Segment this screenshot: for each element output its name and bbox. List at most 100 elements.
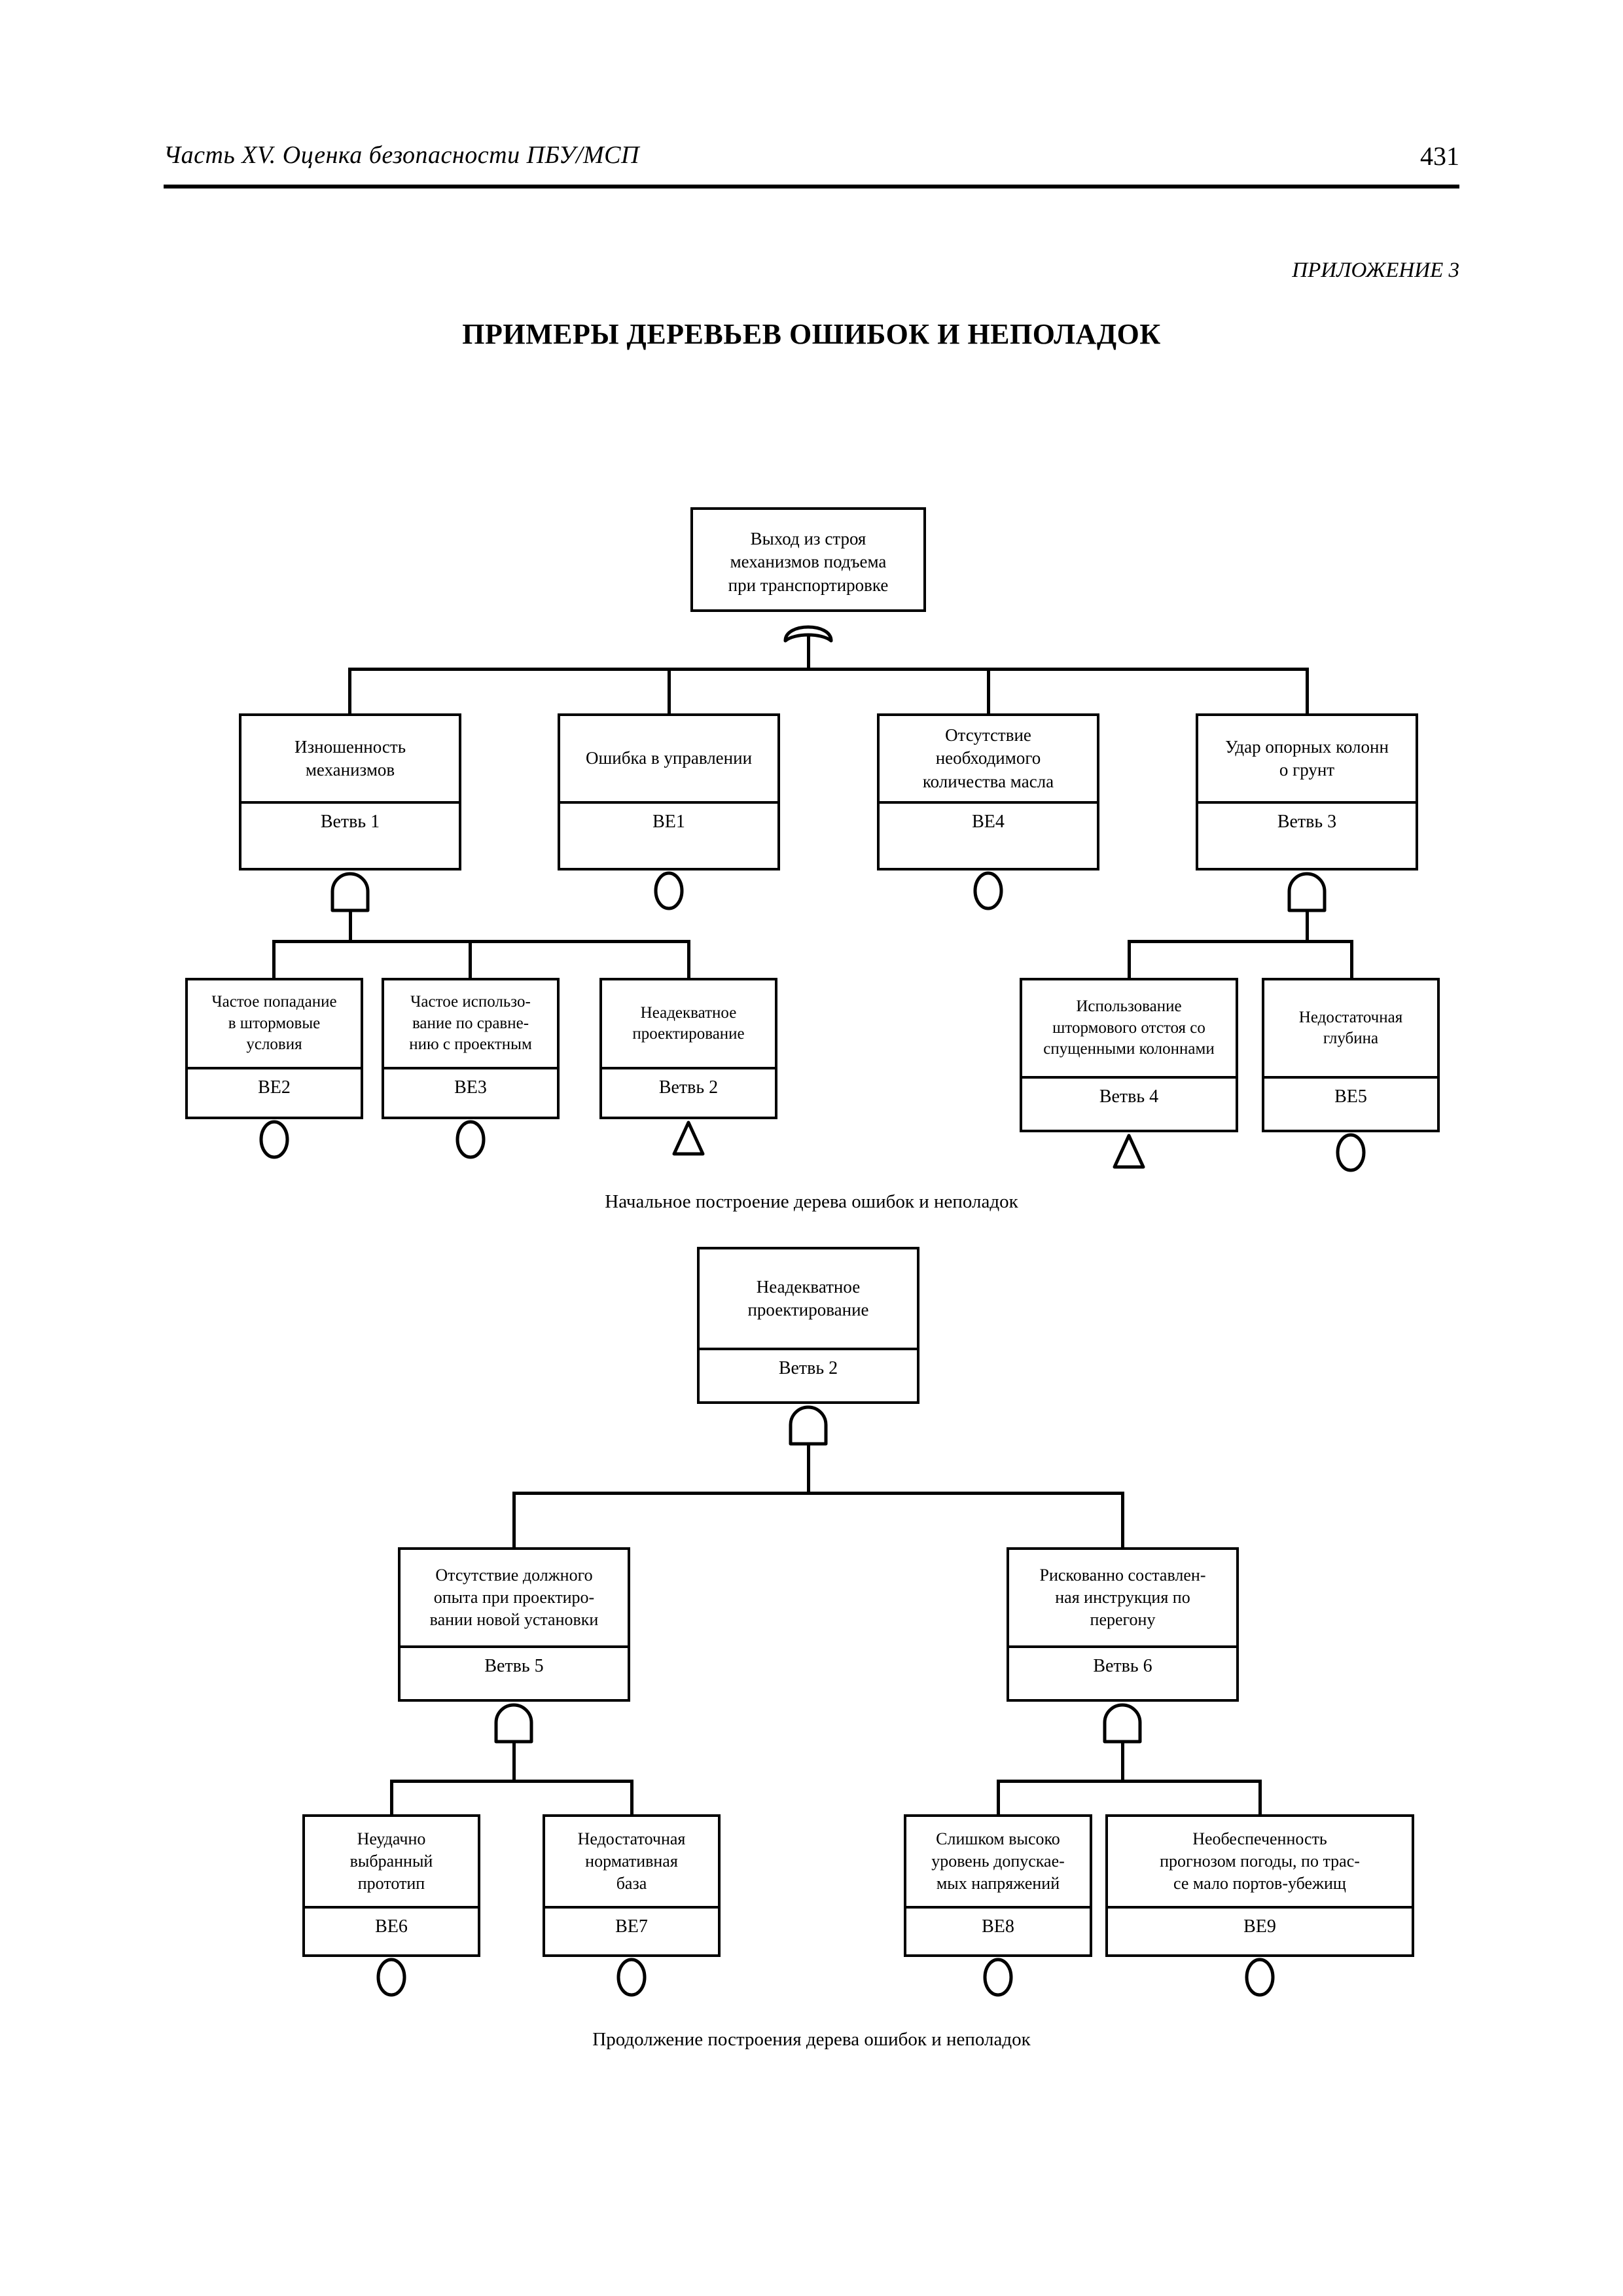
node-line: при транспортировке	[728, 575, 889, 595]
connector	[349, 910, 352, 941]
connector	[1121, 1742, 1124, 1781]
connector	[1121, 1492, 1124, 1549]
node-line: Изношенность	[294, 736, 406, 757]
page-number: 431	[1420, 141, 1459, 171]
node-line: штормового отстоя со	[1052, 1018, 1205, 1037]
node-line: Неадекватное	[756, 1276, 861, 1297]
connector	[272, 940, 276, 979]
connector	[512, 1492, 516, 1549]
node-t1-a: Изношенность механизмов Ветвь 1	[239, 713, 461, 870]
node-line: Недостаточная	[1298, 1008, 1403, 1026]
node-t1-a2: Частое использо- вание по сравне- нию с …	[382, 978, 560, 1119]
node-code: Ветвь 1	[239, 801, 461, 873]
connector-bus	[1128, 940, 1353, 943]
connector-bus	[348, 668, 1309, 671]
node-line: проектирование	[747, 1300, 869, 1319]
node-t1-top: Выход из строя механизмов подъема при тр…	[690, 507, 926, 612]
connector	[390, 1780, 393, 1816]
node-line: механизмов подъема	[730, 552, 887, 572]
connector-bus	[512, 1492, 1124, 1495]
node-code: Ветвь 3	[1196, 801, 1418, 873]
node-line: база	[616, 1873, 647, 1893]
node-code: BE5	[1262, 1076, 1440, 1135]
running-title: Часть XV. Оценка безопасности ПБУ/МСП	[164, 141, 639, 169]
connector-bus	[390, 1780, 633, 1783]
node-line: Отсутствие	[945, 725, 1031, 745]
node-t1-b: Ошибка в управлении BE1	[558, 713, 780, 870]
node-t2-b2: Необеспеченность прогнозом погоды, по тр…	[1105, 1814, 1414, 1957]
node-line: Отсутствие должного	[435, 1566, 593, 1585]
node-code: Ветвь 2	[599, 1067, 777, 1122]
node-code: BE4	[877, 801, 1099, 873]
figure-caption-1: Начальное построение дерева ошибок и неп…	[605, 1191, 1018, 1212]
connector	[987, 668, 990, 715]
node-line: уровень допускае-	[931, 1852, 1065, 1871]
node-line: механизмов	[305, 760, 395, 780]
node-line: перегону	[1090, 1609, 1156, 1629]
node-line: вание по сравне-	[412, 1014, 529, 1032]
node-t2-b1: Слишком высоко уровень допускае- мых нап…	[904, 1814, 1092, 1957]
node-t2-a1: Неудачно выбранный прототип BE6	[302, 1814, 480, 1957]
connector	[469, 940, 472, 979]
node-line: Удар опорных колонн	[1225, 736, 1389, 757]
page-title: ПРИМЕРЫ ДЕРЕВЬЕВ ОШИБОК И НЕПОЛАДОК	[462, 318, 1161, 350]
node-line: Рискованно составлен-	[1039, 1566, 1206, 1585]
node-line: Слишком высоко	[936, 1829, 1060, 1849]
connector-bus	[997, 1780, 1262, 1783]
connector	[997, 1780, 1000, 1816]
node-t2-a: Отсутствие должного опыта при проектиро-…	[398, 1547, 630, 1702]
node-line: условия	[246, 1035, 302, 1054]
node-line: Использование	[1076, 997, 1182, 1016]
node-line: нию с проектным	[409, 1035, 532, 1054]
node-line: необходимого	[935, 748, 1041, 768]
node-line: количества масла	[922, 771, 1054, 791]
node-code: BE6	[302, 1906, 480, 1960]
page-header: Часть XV. Оценка безопасности ПБУ/МСП 43…	[164, 141, 1459, 187]
node-line: Частое использо-	[410, 993, 531, 1011]
node-t1-d1: Использование штормового отстоя со спуще…	[1020, 978, 1238, 1132]
connector	[512, 1742, 516, 1781]
connector	[687, 940, 690, 979]
node-code: Ветвь 2	[697, 1348, 919, 1407]
connector	[668, 668, 671, 715]
connector	[807, 636, 810, 669]
node-line: се мало портов-убежищ	[1173, 1873, 1346, 1893]
node-line: глубина	[1323, 1030, 1379, 1047]
connector	[1306, 668, 1309, 715]
connector	[1306, 910, 1309, 941]
node-line: проектирование	[632, 1025, 745, 1043]
node-line: в штормовые	[228, 1014, 321, 1032]
node-t2-b: Рискованно составлен- ная инструкция по …	[1007, 1547, 1239, 1702]
connector	[1258, 1780, 1262, 1816]
node-t1-d2: Недостаточная глубина BE5	[1262, 978, 1440, 1132]
node-line: ная инструкция по	[1055, 1588, 1190, 1607]
node-t2-a2: Недостаточная нормативная база BE7	[543, 1814, 721, 1957]
node-line: мых напряжений	[936, 1873, 1060, 1893]
node-line: Недостаточная	[577, 1829, 686, 1849]
node-line: Неадекватное	[640, 1003, 737, 1022]
appendix-label: ПРИЛОЖЕНИЕ 3	[1292, 259, 1459, 282]
node-t1-a3: Неадекватное проектирование Ветвь 2	[599, 978, 777, 1119]
node-code: BE7	[543, 1906, 721, 1960]
node-line: Выход из строя	[750, 529, 866, 549]
node-t1-c: Отсутствие необходимого количества масла…	[877, 713, 1099, 870]
connector	[807, 1444, 810, 1493]
connector	[1350, 940, 1353, 979]
node-line: прототип	[357, 1873, 425, 1893]
connector	[348, 668, 351, 715]
node-code: BE1	[558, 801, 780, 873]
node-code: BE3	[382, 1067, 560, 1122]
node-code: BE8	[904, 1906, 1092, 1960]
node-line: выбранный	[349, 1852, 433, 1871]
node-code: BE2	[185, 1067, 363, 1122]
node-code: Ветвь 6	[1007, 1645, 1239, 1704]
node-line: Необеспеченность	[1192, 1829, 1327, 1849]
node-line: опыта при проектиро-	[433, 1588, 595, 1607]
node-line: Частое попадание	[211, 993, 337, 1011]
node-t1-a1: Частое попадание в штормовые условия BE2	[185, 978, 363, 1119]
node-t2-top: Неадекватное проектирование Ветвь 2	[697, 1247, 919, 1404]
node-line: Неудачно	[357, 1829, 426, 1849]
figure-caption-2: Продолжение построения дерева ошибок и н…	[592, 2029, 1031, 2050]
node-line: спущенными колоннами	[1043, 1040, 1215, 1058]
header-rule	[164, 185, 1459, 188]
